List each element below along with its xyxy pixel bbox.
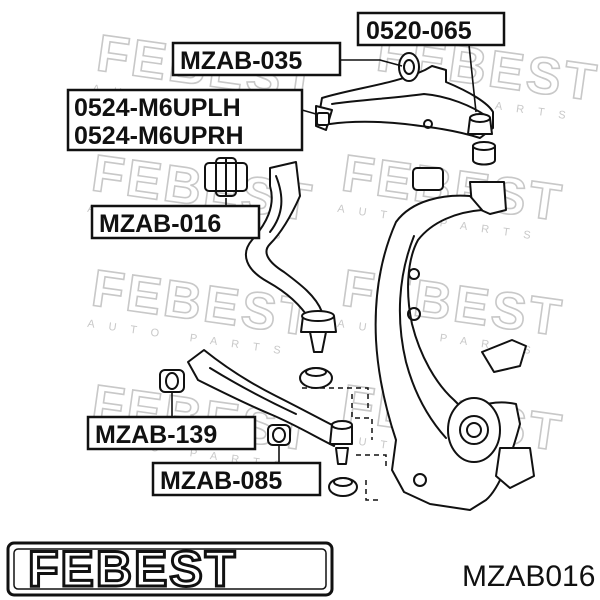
label-front-bushing: MZAB-016	[90, 204, 261, 240]
upper-control-arm	[315, 52, 496, 166]
steering-knuckle	[374, 167, 535, 511]
lower-front-arm	[244, 161, 337, 389]
label-upper-bushing-text: 0520-065	[366, 17, 472, 45]
febest-logo-text: FEBEST	[28, 541, 237, 597]
label-lower-bushing-2: MZAB-085	[151, 461, 322, 497]
label-upper-arm-bushing-text: MZAB-035	[180, 47, 302, 75]
front-bushing	[204, 157, 248, 197]
label-front-bushing-text: MZAB-016	[99, 210, 221, 238]
label-lower-bushing-2-text: MZAB-085	[160, 467, 282, 495]
label-upper-arm: 0524-M6UPLH 0524-M6UPRH	[66, 88, 304, 152]
lower-rear-arm	[159, 349, 358, 497]
label-upper-arm-left-text: 0524-M6UPLH	[74, 94, 241, 122]
label-upper-arm-right-text: 0524-M6UPRH	[74, 122, 244, 150]
label-lower-bushing-1-text: MZAB-139	[95, 421, 217, 449]
part-number: MZAB016	[462, 560, 595, 593]
label-upper-arm-bushing: MZAB-035	[171, 41, 342, 77]
label-lower-bushing-1: MZAB-139	[86, 415, 257, 451]
febest-logo: FEBEST	[6, 540, 334, 599]
leader-lines	[171, 44, 477, 462]
label-upper-bushing: 0520-065	[356, 11, 506, 47]
assembly-lines	[302, 387, 387, 501]
watermark-6: FEBEST AUTO PARTS	[337, 259, 569, 359]
